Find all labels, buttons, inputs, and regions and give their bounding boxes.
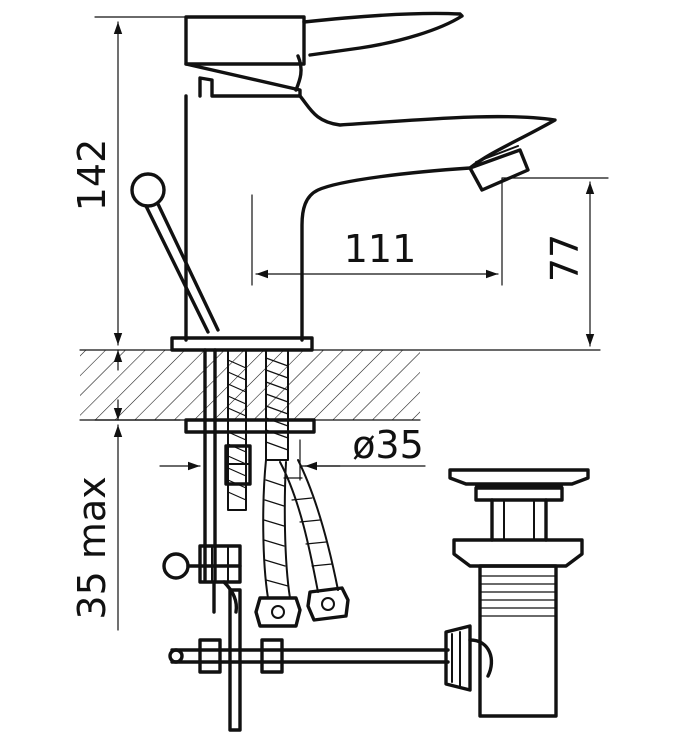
dimension-spout-reach-label: 111: [344, 227, 417, 271]
dimension-height-label: 142: [70, 139, 114, 212]
dimension-countertop-max: 35 max: [70, 349, 181, 631]
flexible-hoses: [254, 349, 350, 628]
faucet-body: [170, 11, 557, 352]
popup-lift-rod: [130, 172, 220, 334]
dimension-spout-reach: 111: [251, 177, 503, 286]
popup-linkage: [162, 544, 450, 732]
dimension-hole-diameter-label: ø35: [352, 423, 424, 467]
dimension-spout-height-label: 77: [543, 234, 587, 282]
popup-drain: [444, 468, 590, 718]
dimension-hole-diameter: ø35: [159, 423, 426, 481]
dimension-countertop-max-label: 35 max: [70, 476, 114, 619]
dimension-spout-height: 77: [501, 177, 609, 347]
mounting-assembly: [184, 348, 316, 582]
countertop-section: [79, 349, 601, 421]
dimension-height: 142: [70, 16, 306, 346]
